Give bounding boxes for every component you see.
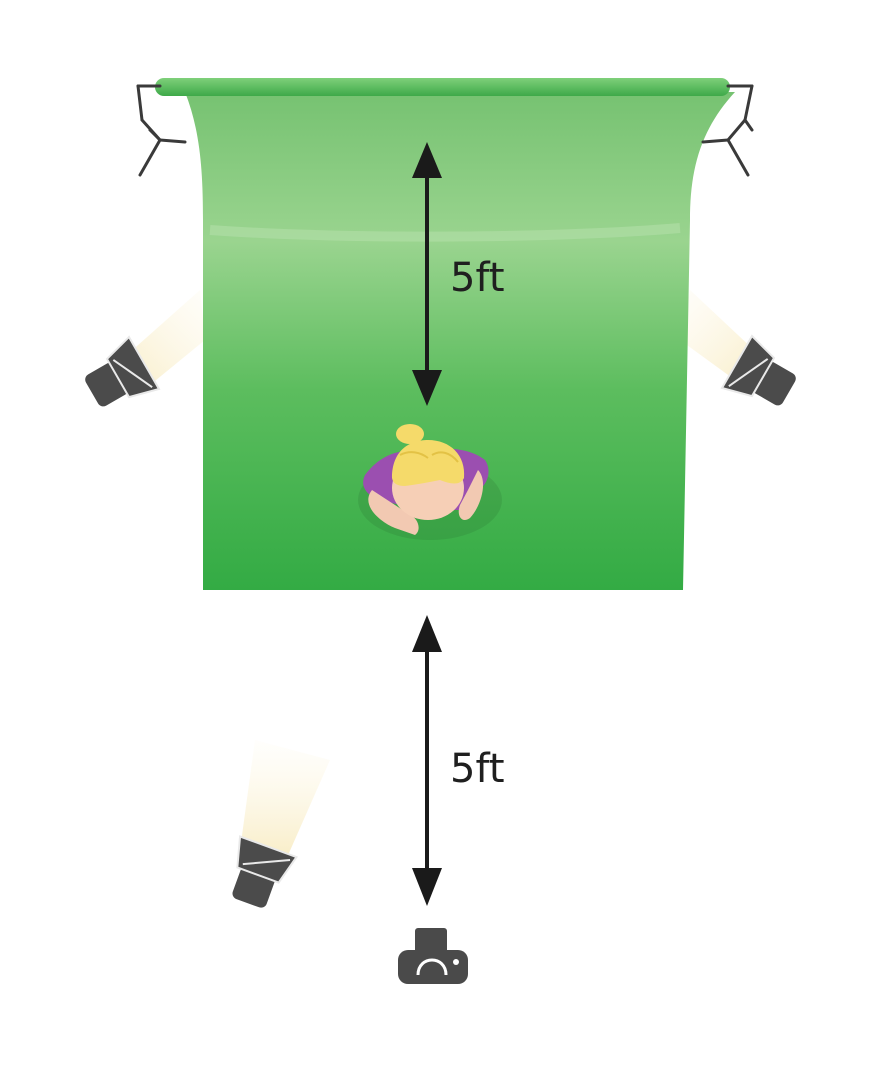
stand-right-icon bbox=[701, 84, 754, 177]
backdrop-bar bbox=[155, 78, 730, 96]
distance-label-bottom: 5ft bbox=[450, 746, 505, 792]
green-screen-backdrop bbox=[155, 78, 735, 590]
distance-arrow-top bbox=[412, 142, 442, 406]
stand-left-icon bbox=[136, 84, 187, 177]
subject-person-icon bbox=[358, 424, 502, 540]
distance-arrow-bottom bbox=[412, 615, 442, 906]
camera-icon bbox=[398, 928, 468, 984]
light-left-icon bbox=[85, 335, 161, 407]
light-right-icon bbox=[720, 334, 796, 406]
light-beam-front-left bbox=[240, 740, 330, 862]
light-front-left-icon bbox=[232, 835, 299, 908]
distance-label-top: 5ft bbox=[450, 255, 505, 301]
